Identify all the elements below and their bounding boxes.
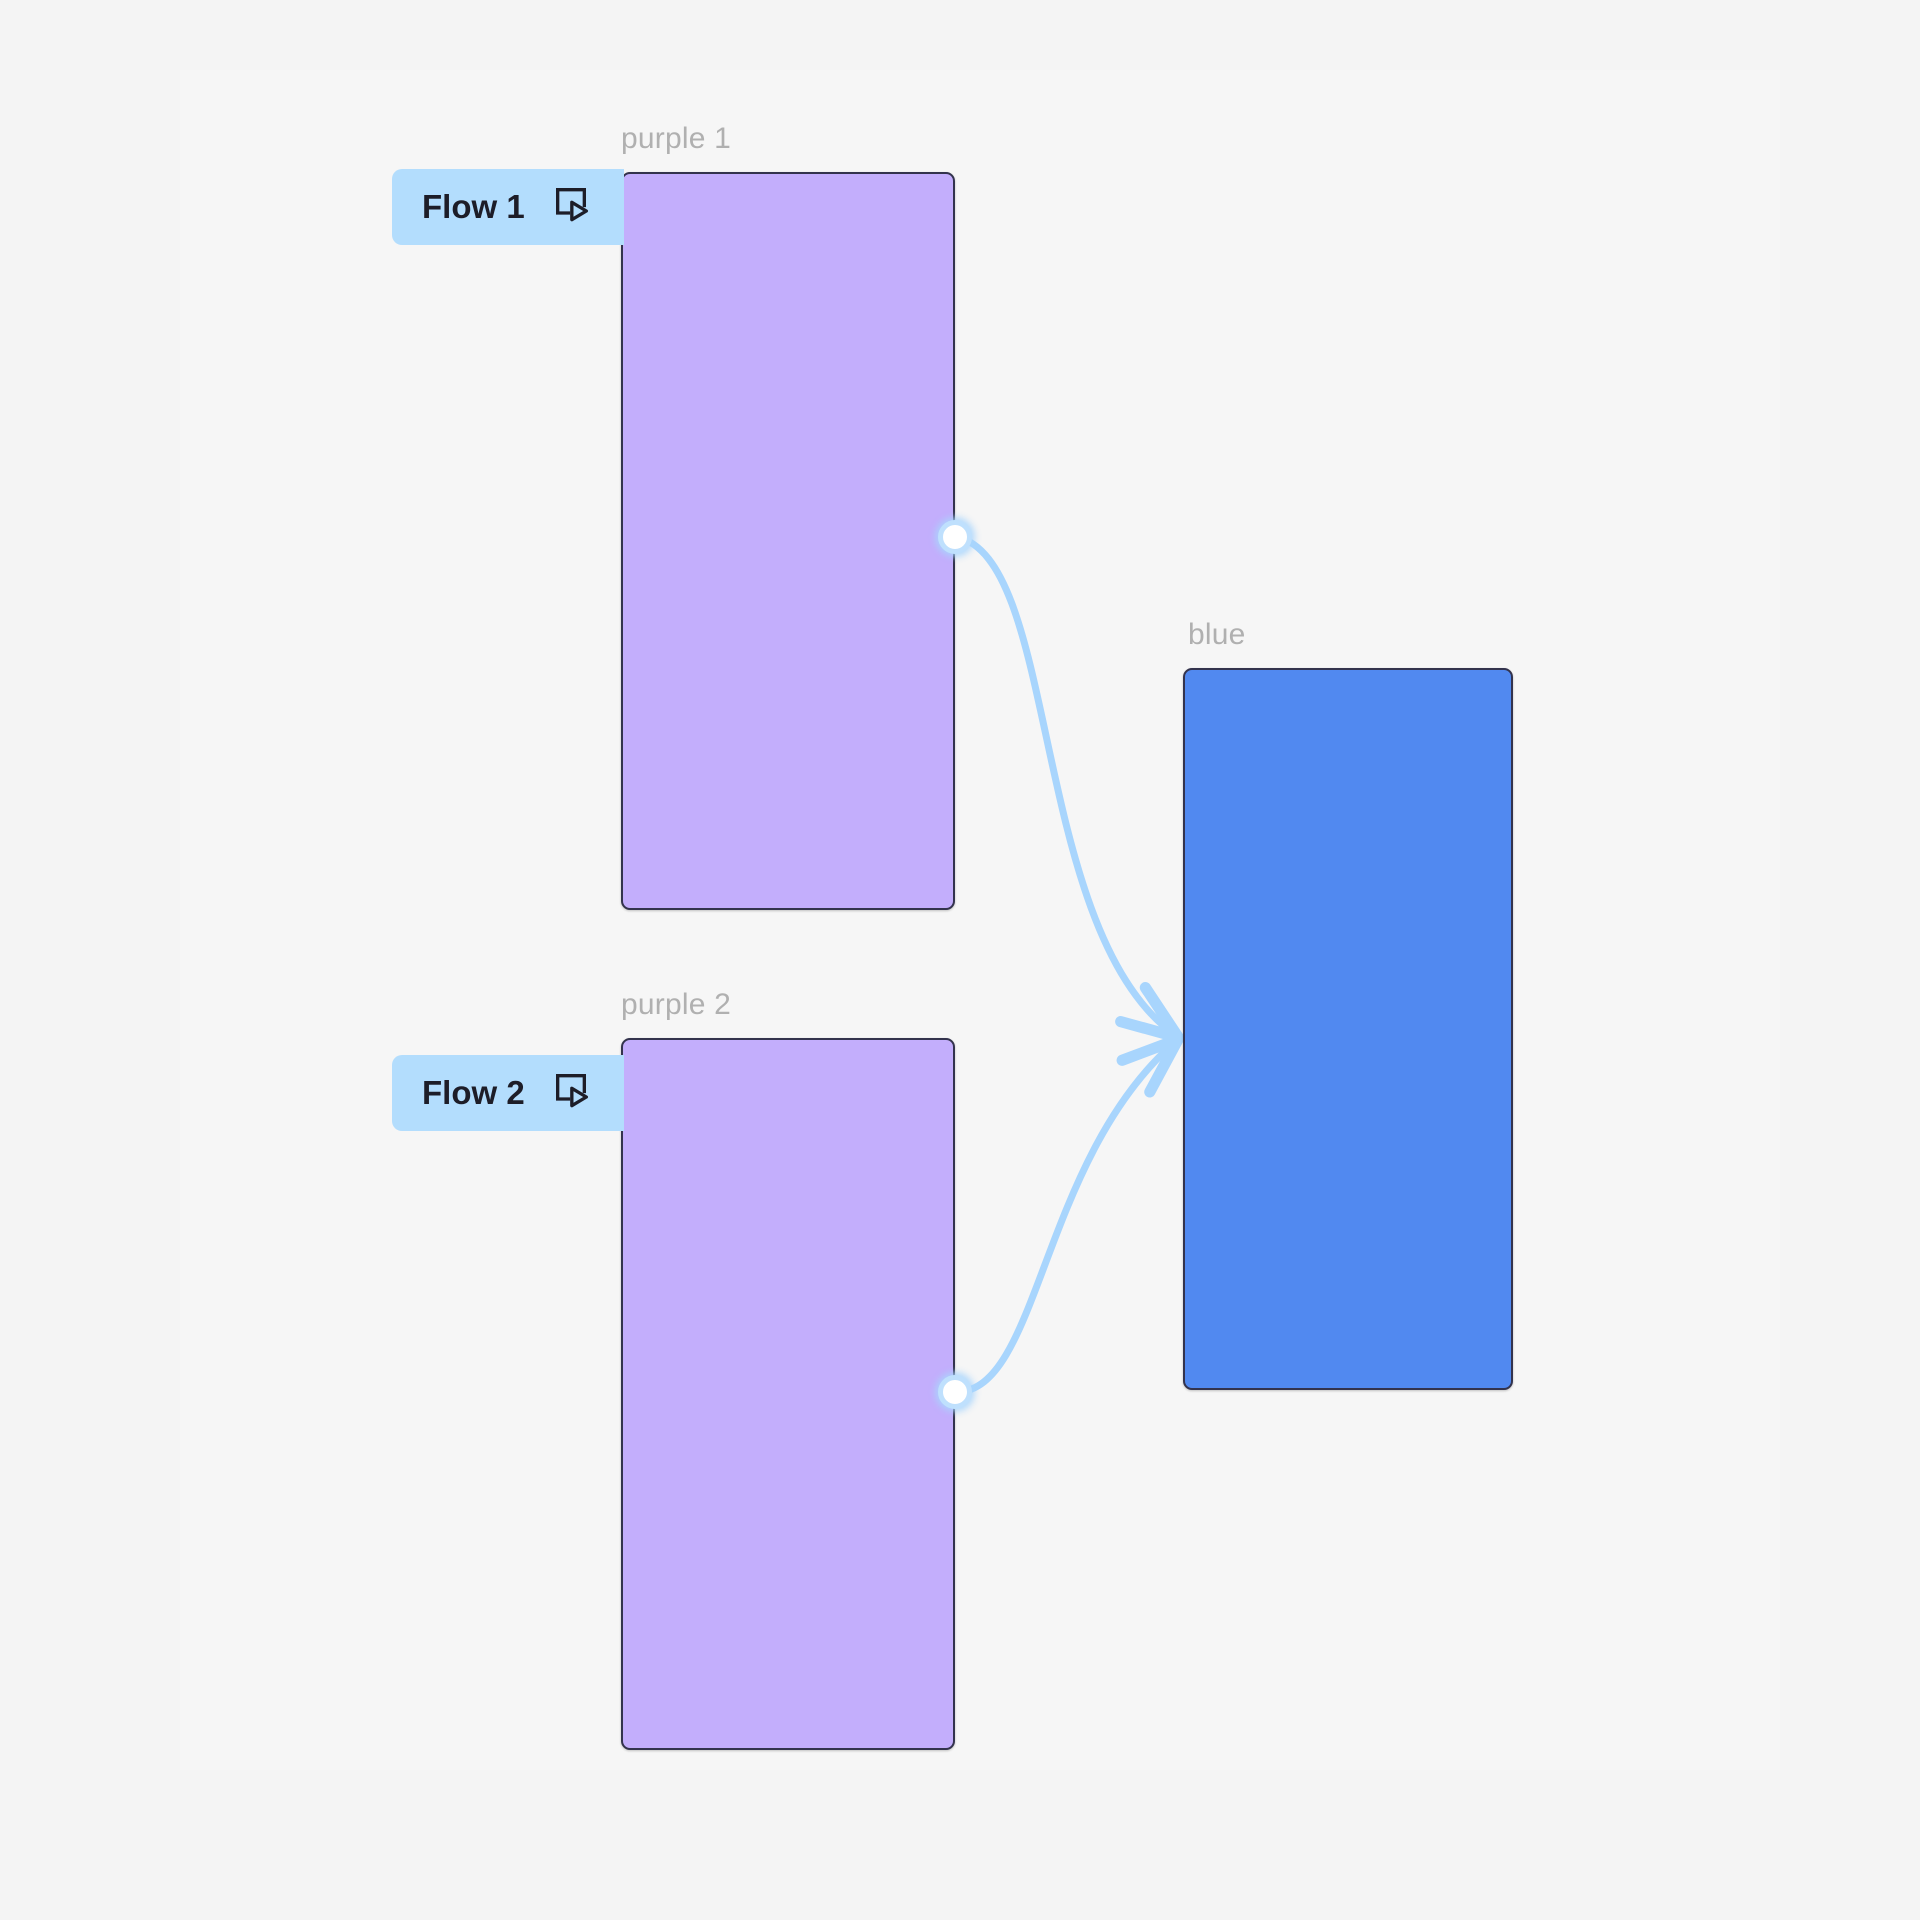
run-flow-icon[interactable]: [551, 183, 591, 231]
flow-badge-label-2: Flow 2: [422, 1074, 525, 1111]
canvas-viewport: [180, 70, 1780, 1770]
source-handle-purple-1[interactable]: [938, 520, 972, 554]
node-blue[interactable]: [1183, 668, 1513, 1390]
flow-badge-label-1: Flow 1: [422, 188, 525, 225]
node-purple-1[interactable]: [621, 172, 955, 910]
node-label-blue: blue: [1188, 618, 1246, 651]
flow-badge-flow-1[interactable]: Flow 1: [392, 169, 624, 245]
node-label-purple-1: purple 1: [621, 122, 732, 155]
node-label-purple-2: purple 2: [621, 988, 732, 1021]
flow-badge-flow-2[interactable]: Flow 2: [392, 1055, 624, 1131]
source-handle-purple-2[interactable]: [938, 1375, 972, 1409]
run-flow-icon[interactable]: [551, 1069, 591, 1117]
node-purple-2[interactable]: [621, 1038, 955, 1750]
